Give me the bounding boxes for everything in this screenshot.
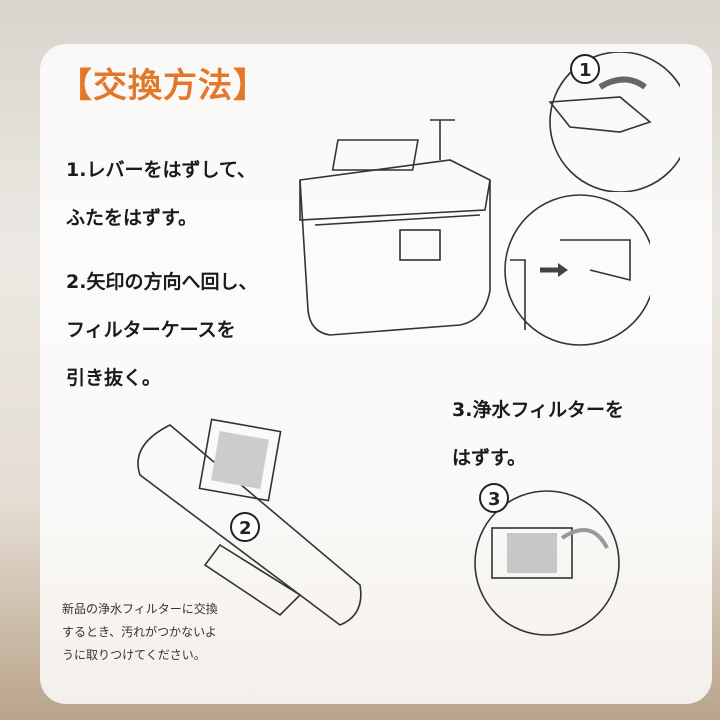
lift-arrow-icon [598, 76, 647, 90]
step-1-line-1: 1.レバーをはずして、 [66, 159, 256, 181]
step-3-line-2: はずす。 [452, 447, 527, 469]
filter-case-illustration: 2 [137, 418, 362, 626]
water-tank-illustration [299, 119, 491, 336]
step-2-line-2: フィルターケースを [66, 319, 236, 341]
step-3-line-1: 3.浄水フィルターを [452, 399, 625, 421]
lever-detail-callout: 1 [548, 52, 680, 192]
filter-removal-callout: 3 [474, 483, 620, 636]
note-line-2: するとき、汚れがつかないよ [62, 625, 217, 639]
callout-1: 1 [579, 60, 592, 81]
step-1-line-2: ふたをはずす。 [66, 207, 198, 229]
step-2: 2.矢印の方向へ回し、 フィルターケースを 引き抜く。 [66, 258, 257, 402]
step-3: 3.浄水フィルターを はずす。 [452, 386, 624, 482]
arrow-right-icon [540, 263, 568, 277]
replacement-note: 新品の浄水フィルターに交換 するとき、汚れがつかないよ うに取りつけてください。 [62, 598, 218, 667]
note-line-3: うに取りつけてください。 [62, 648, 206, 662]
page-title: 【交換方法】 [58, 66, 268, 106]
step-2-line-3: 引き抜く。 [66, 367, 162, 389]
note-line-1: 新品の浄水フィルターに交換 [62, 602, 218, 616]
step-1: 1.レバーをはずして、 ふたをはずす。 [66, 146, 256, 242]
rotate-detail-callout [504, 194, 650, 346]
step-2-line-1: 2.矢印の方向へ回し、 [66, 271, 258, 293]
callout-2: 2 [239, 518, 252, 539]
instruction-panel [40, 44, 712, 704]
callout-3: 3 [488, 489, 501, 510]
